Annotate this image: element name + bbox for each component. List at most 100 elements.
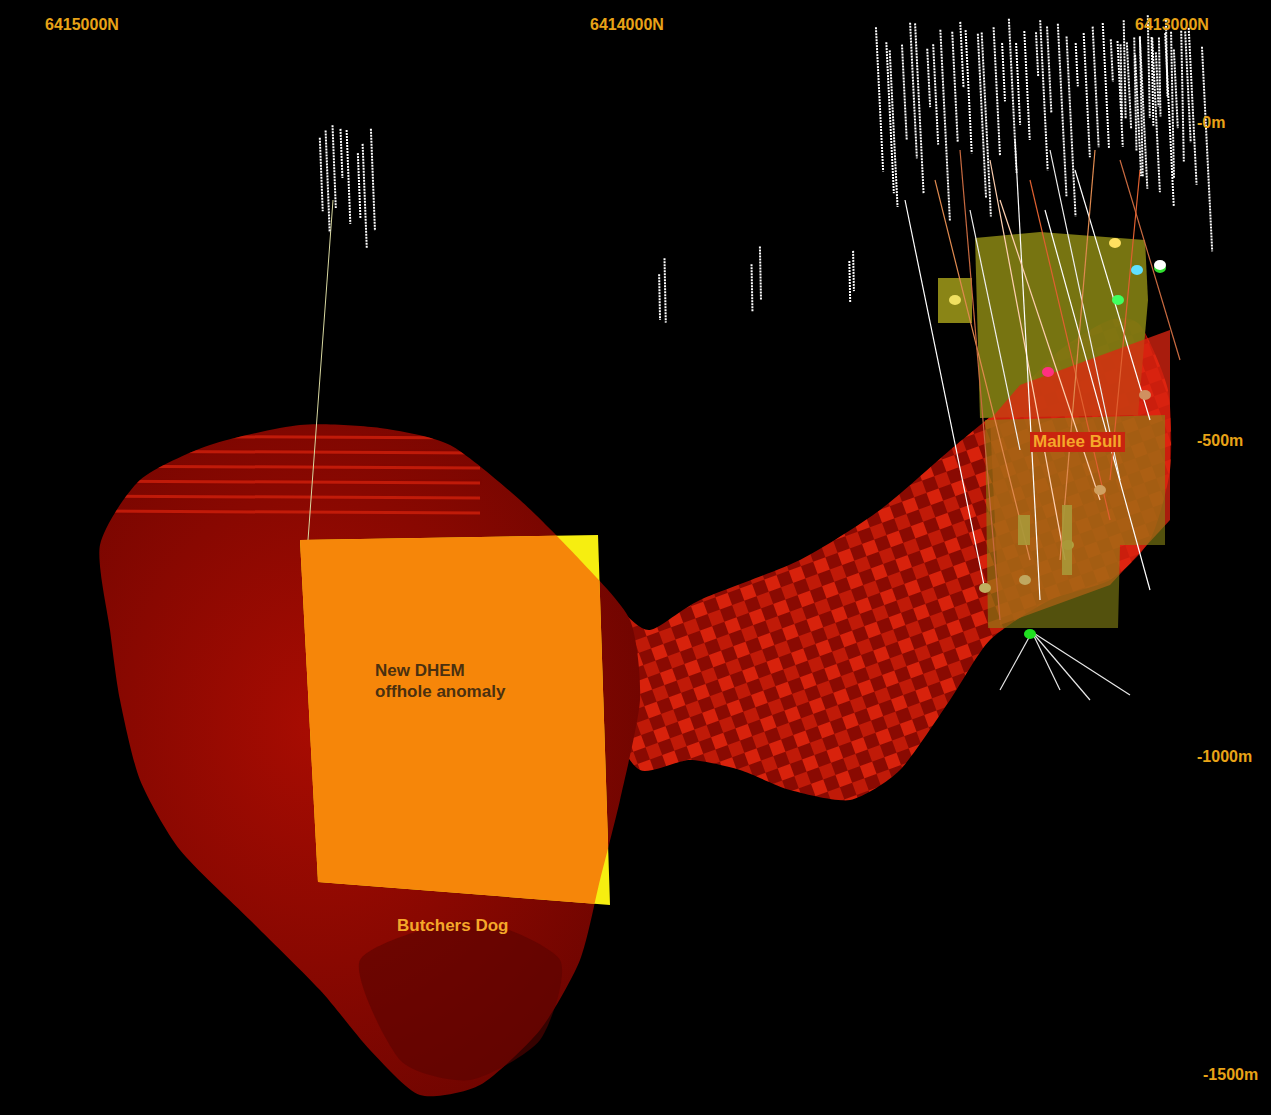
- collar-tick: [1036, 32, 1038, 76]
- collar-tick: [1047, 26, 1051, 112]
- collar-tick: [933, 44, 938, 144]
- collar-tick: [978, 34, 986, 198]
- stripe: [80, 511, 480, 513]
- assay-marker: [1139, 390, 1151, 400]
- collar-tick: [1009, 19, 1017, 173]
- drill-trace: [1045, 210, 1150, 590]
- collar-tick: [1181, 31, 1184, 162]
- anomaly-plate: New DHEM offhole anomaly: [300, 535, 612, 907]
- stripe: [80, 436, 480, 438]
- collar-tick: [1024, 31, 1029, 140]
- collar-tick: [1103, 23, 1109, 149]
- collar-tick: [982, 32, 991, 216]
- deposit-name: Butchers Dog: [397, 916, 508, 936]
- collar-tick: [1121, 44, 1122, 118]
- drill-trace: [960, 150, 1000, 620]
- assay-marker: [1131, 265, 1143, 275]
- drill-trace: [1032, 632, 1060, 690]
- assay-marker: [1024, 629, 1036, 639]
- collar-tick: [1084, 33, 1090, 157]
- collar-tick: [1185, 31, 1191, 142]
- butchers-dog-body: [99, 424, 640, 1096]
- collar-tick: [1189, 28, 1197, 185]
- body-stripes: [80, 436, 480, 513]
- collar-tick: [358, 153, 361, 218]
- drill-collar-cluster: [320, 125, 375, 248]
- collar-tick: [326, 130, 330, 232]
- collar-tick: [1171, 32, 1174, 179]
- collar-tick: [664, 258, 665, 322]
- drill-collar-cluster: [1121, 15, 1184, 178]
- dhem-plate: [985, 415, 1165, 628]
- collar-tick: [1118, 41, 1123, 147]
- collar-tick: [1058, 24, 1067, 197]
- drill-trace: [1030, 180, 1110, 520]
- anomaly-label: New DHEM offhole anomaly: [375, 660, 515, 703]
- collar-tick: [751, 264, 754, 312]
- collar-tick: [1174, 49, 1178, 128]
- depth-label: -1000m: [1197, 748, 1252, 766]
- deposit-name: Mallee Bull: [1030, 432, 1125, 452]
- depth-label: -500m: [1197, 432, 1243, 450]
- northing-label: 6415000N: [45, 16, 119, 34]
- plate-outside-part: [300, 535, 610, 905]
- drill-trace: [1120, 160, 1180, 360]
- drill-collar-cluster: [659, 258, 666, 322]
- assay-marker: [1018, 515, 1030, 545]
- collar-tick: [1152, 38, 1160, 192]
- collar-tick: [876, 27, 883, 171]
- drill-trace: [1000, 200, 1100, 500]
- collar-tick: [966, 30, 972, 153]
- assay-marker: [1062, 505, 1072, 575]
- drill-trace: [935, 180, 1030, 560]
- assay-marker: [1154, 260, 1166, 270]
- collar-tick: [1134, 37, 1136, 151]
- collar-tick: [1127, 42, 1131, 129]
- assay-marker: [949, 295, 961, 305]
- drill-trace: [1060, 150, 1095, 560]
- assay-marker: [1109, 238, 1121, 248]
- drill-trace: [1000, 632, 1032, 690]
- collar-tick: [1140, 36, 1143, 177]
- collar-tick: [927, 49, 930, 107]
- collar-tick: [1040, 20, 1048, 170]
- drill-trace: [308, 200, 333, 540]
- drill-trace: [1075, 170, 1150, 420]
- collar-tick: [1152, 37, 1154, 126]
- drill-trace: [1050, 150, 1120, 480]
- collar-tick: [852, 251, 855, 291]
- collar-tick: [760, 246, 761, 299]
- plate-fill: [300, 535, 610, 905]
- depth-label: -0m: [1197, 114, 1225, 132]
- northing-label: 6414000N: [590, 16, 664, 34]
- stripe: [80, 496, 480, 498]
- collar-tick: [371, 129, 375, 231]
- assay-marker: [979, 583, 991, 593]
- collar-tick: [890, 50, 898, 207]
- dhem-plate: [938, 278, 972, 323]
- collar-tick: [902, 45, 907, 141]
- collar-tick: [1067, 37, 1076, 217]
- collar-tick: [848, 261, 851, 302]
- collar-tick: [994, 27, 1000, 155]
- northing-label: 6413000N: [1135, 16, 1209, 34]
- collar-tick: [1156, 52, 1159, 106]
- stripe: [80, 466, 480, 468]
- stripe: [80, 451, 480, 453]
- stripe: [80, 481, 480, 483]
- collar-tick: [363, 144, 367, 249]
- collar-tick: [1016, 43, 1020, 125]
- collar-tick: [1202, 47, 1212, 252]
- collar-tick: [1093, 27, 1099, 148]
- collar-tick: [1111, 39, 1113, 81]
- depth-label: -1500m: [1203, 1066, 1258, 1084]
- plate-shape: [300, 535, 612, 907]
- drill-trace: [970, 210, 1020, 450]
- assay-marker: [1019, 575, 1031, 585]
- collar-tick: [1076, 43, 1078, 86]
- drill-collar-cluster: [849, 251, 854, 303]
- assay-marker: [1094, 485, 1106, 495]
- drill-collar-cluster: [752, 246, 761, 311]
- collar-tick: [1159, 37, 1161, 116]
